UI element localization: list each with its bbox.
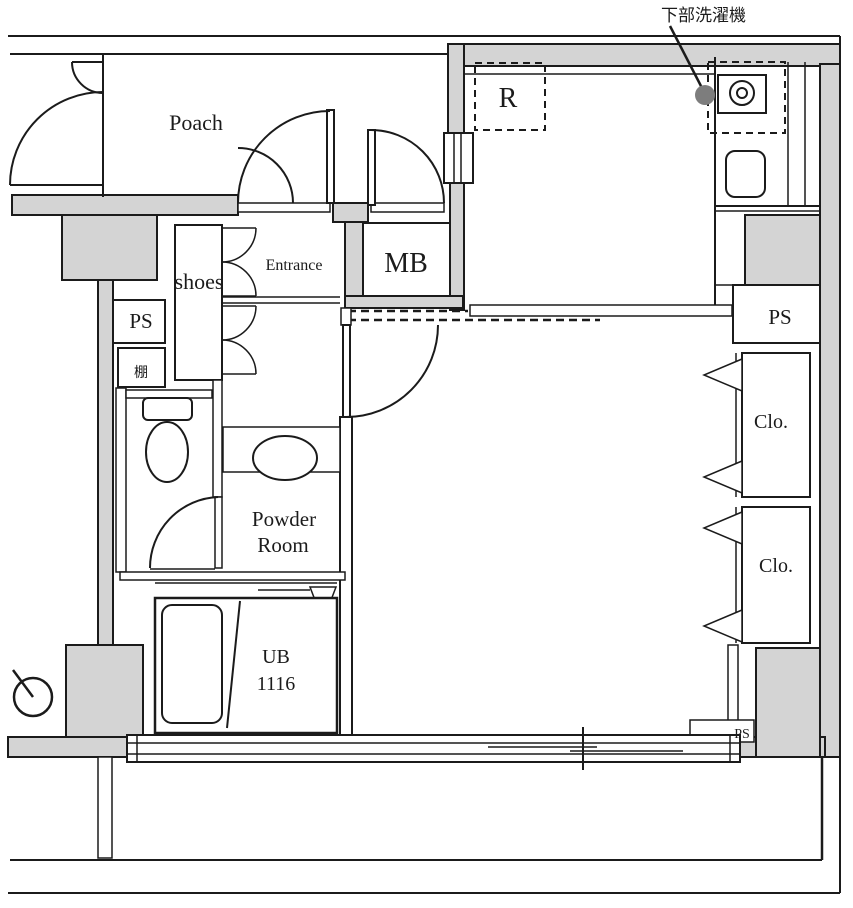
closet-2 (702, 506, 811, 644)
toilet-room (115, 379, 346, 581)
unit-bath (153, 582, 339, 735)
label-porch: Poach (169, 110, 223, 135)
bathtub-icon (161, 604, 223, 724)
pipe-space-right (732, 284, 821, 344)
label-refrigerator: R (499, 83, 518, 114)
shoes-cabinet (174, 224, 257, 381)
label-unit-bath-1: UB (262, 646, 290, 668)
label-ps-right: PS (768, 305, 791, 329)
label-ps-bottom: PS (734, 727, 750, 742)
washbasin-icon (252, 435, 318, 481)
porch-doors (9, 54, 104, 197)
label-ps-left: PS (129, 309, 152, 333)
label-powder-room-1: Powder (252, 507, 316, 531)
main-room-door (339, 307, 439, 738)
label-closet-1: Clo. (754, 411, 788, 433)
closet-1 (702, 352, 811, 498)
shelf-box (117, 347, 166, 388)
balcony-window (126, 727, 741, 770)
powder-room (222, 426, 341, 481)
meter-box (362, 129, 451, 297)
label-shelf: 棚 (134, 365, 148, 381)
label-closet-2: Clo. (759, 555, 793, 577)
label-washer-note: 下部洗濯機 (661, 6, 746, 25)
label-entrance: Entrance (266, 257, 323, 274)
faucet-icon (11, 669, 54, 718)
refrigerator-space (474, 62, 546, 131)
toilet-icon (142, 397, 193, 483)
pipe-space-left (112, 299, 166, 344)
washer-dot-icon (695, 85, 715, 105)
entrance-door (237, 109, 335, 213)
balcony (10, 756, 824, 861)
sink-icon (725, 150, 766, 198)
label-unit-bath-2: 1116 (257, 673, 296, 695)
entrance-step (222, 296, 340, 304)
label-meter-box: MB (384, 248, 428, 279)
stove-icon (707, 61, 786, 134)
washer-annotation (668, 25, 715, 105)
label-shoes: shoes (175, 269, 224, 294)
labels: 下部洗濯機 Poach Entrance shoes MB R PS 棚 Pow… (129, 6, 793, 742)
label-powder-room-2: Room (257, 533, 308, 557)
kitchen-counter (464, 57, 820, 306)
kitchen-window (443, 132, 474, 184)
